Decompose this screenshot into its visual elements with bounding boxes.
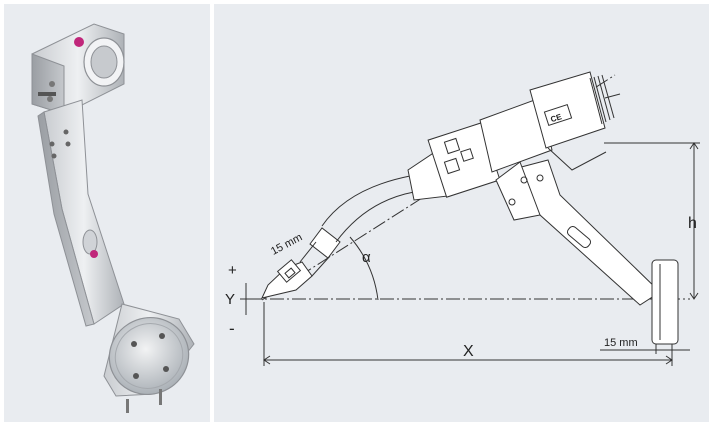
bracket-arm bbox=[37, 99, 125, 327]
bracket-photo-panel bbox=[4, 4, 210, 422]
torch-dimension-drawing: 15 mm α + Y - h X 15 mm CE bbox=[225, 71, 700, 366]
grip-ribs bbox=[589, 74, 615, 125]
plus-sign: + bbox=[228, 262, 237, 279]
screw-head-icon bbox=[74, 37, 84, 47]
drawing-bracket-arm bbox=[495, 159, 679, 345]
x-dimension-label: X bbox=[463, 343, 474, 360]
mount-flange bbox=[651, 259, 679, 345]
tip-offset-label: 15 mm bbox=[269, 231, 304, 257]
dimension-drawing-panel: 15 mm α + Y - h X 15 mm CE bbox=[214, 4, 709, 422]
h-dimension bbox=[604, 142, 700, 300]
torch-body bbox=[407, 71, 621, 201]
clamp-block bbox=[31, 23, 125, 115]
pin-accent-icon bbox=[90, 250, 98, 258]
base-offset-dimension bbox=[600, 344, 690, 354]
angle-label: α bbox=[362, 249, 371, 266]
base-offset-label: 15 mm bbox=[604, 337, 638, 349]
y-dimension bbox=[240, 283, 260, 315]
minus-sign: - bbox=[229, 319, 235, 338]
height-label: h bbox=[688, 215, 697, 232]
bracket-base bbox=[103, 303, 195, 413]
ce-label-plate bbox=[543, 104, 573, 126]
x-dimension bbox=[263, 302, 673, 366]
angle-arc bbox=[349, 236, 379, 301]
torch-nozzle bbox=[261, 259, 313, 299]
ce-mark-icon: CE bbox=[549, 112, 563, 124]
swan-neck bbox=[299, 175, 415, 277]
robot-torch-bracket-photo bbox=[31, 23, 195, 413]
y-axis-label: Y bbox=[225, 291, 235, 308]
